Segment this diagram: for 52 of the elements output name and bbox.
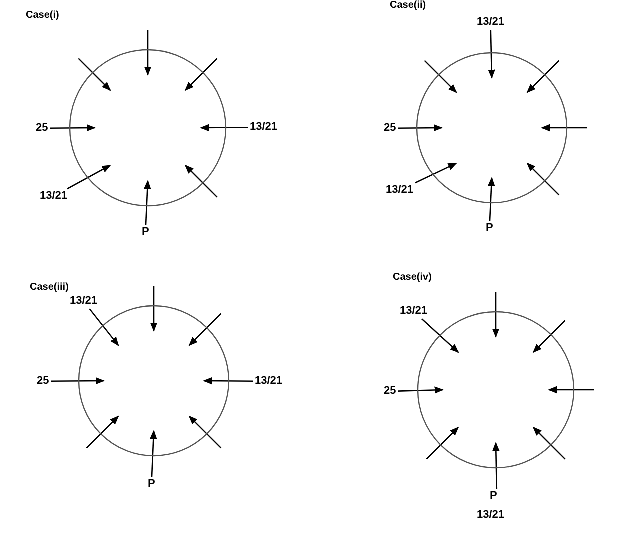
arrow-label: 25 <box>384 122 396 135</box>
arrow <box>86 416 120 449</box>
arrow <box>526 60 560 94</box>
arrow <box>492 292 500 338</box>
arrow <box>415 162 458 184</box>
arrow-label: 13/21 <box>386 184 414 197</box>
arrow-label: P <box>148 478 156 491</box>
arrow <box>184 58 218 92</box>
arrow-label: 25 <box>36 122 48 135</box>
arrow <box>526 162 560 196</box>
arrow <box>67 164 112 190</box>
arrow-label: 13/21 <box>255 375 283 388</box>
arrow-label: P <box>142 226 150 239</box>
arrow <box>150 286 158 332</box>
arrow <box>144 180 152 226</box>
case-heading: Case(iii) <box>30 282 69 294</box>
arrow <box>532 320 566 354</box>
arrow-label: 13/21 <box>70 295 98 308</box>
arrow <box>51 377 105 385</box>
arrow-label: P <box>486 222 494 235</box>
arrow <box>488 177 496 222</box>
arrow <box>78 58 112 92</box>
arrow-label: 13/21 <box>477 509 505 522</box>
arrow <box>488 30 496 79</box>
arrow <box>203 377 253 385</box>
arrow-label: P <box>490 490 498 503</box>
case-heading: Case(iv) <box>393 272 432 284</box>
arrow-label: 13/21 <box>477 16 505 29</box>
arrow <box>398 124 443 132</box>
arrow-label: 13/21 <box>400 305 428 318</box>
arrow <box>184 164 218 198</box>
arrow <box>424 60 458 94</box>
arrow <box>548 386 594 394</box>
arrow <box>150 430 158 478</box>
arrow <box>188 416 222 449</box>
arrow-label: 13/21 <box>250 121 278 134</box>
arrow-label: 13/21 <box>40 190 68 203</box>
arrow <box>492 442 500 490</box>
arrow <box>541 124 587 132</box>
arrow <box>398 386 444 394</box>
arrow <box>50 124 96 132</box>
case-heading: Case(ii) <box>390 0 426 12</box>
arrow <box>188 313 222 346</box>
arrow <box>532 426 566 460</box>
arrow <box>144 30 152 76</box>
arrow <box>200 124 248 132</box>
arrow-label: 25 <box>37 375 50 388</box>
arrow <box>426 426 460 460</box>
arrow <box>421 318 460 354</box>
arrow-label: 25 <box>384 385 396 398</box>
case-heading: Case(i) <box>26 10 60 22</box>
arrow <box>89 308 120 346</box>
